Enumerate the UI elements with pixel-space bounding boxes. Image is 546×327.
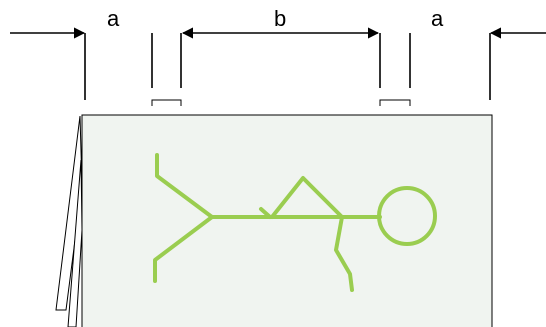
bracket-right [379, 99, 411, 106]
label-center-gap: b [274, 6, 287, 31]
paper-sheet [81, 114, 493, 327]
figure-leg-lower [153, 215, 214, 283]
label-margin-right: a [431, 6, 444, 31]
back-sheets [55, 115, 83, 327]
figure-head [377, 186, 437, 246]
gutter-brackets [151, 99, 411, 106]
figure-arm-tick [259, 207, 272, 219]
figure-arm-triangle [270, 176, 344, 219]
label-margin-left: a [107, 6, 120, 31]
stick-figure [153, 153, 437, 292]
figure-leg-upper [155, 153, 214, 219]
dimension-lines [84, 33, 491, 100]
bracket-left [151, 99, 182, 106]
figure-arm-lower [334, 215, 354, 292]
